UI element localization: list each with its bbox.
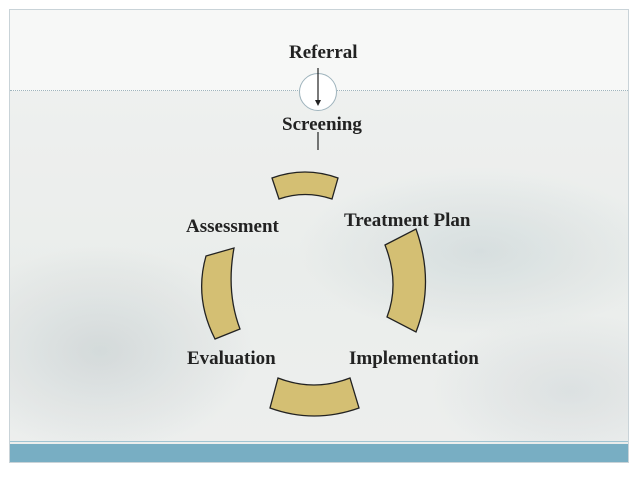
referral-label: Referral	[289, 42, 358, 63]
assessment-label: Assessment	[186, 216, 279, 237]
cycle-segment-left	[201, 247, 241, 340]
implementation-label: Implementation	[349, 348, 479, 369]
referral-arrow-head	[315, 100, 321, 106]
cycle-segment-top	[271, 171, 339, 200]
footer-line	[10, 441, 628, 442]
evaluation-label: Evaluation	[187, 348, 276, 369]
treatment-plan-label: Treatment Plan	[344, 210, 471, 231]
cycle-segment-bottom	[269, 377, 360, 417]
cycle-segment-right	[384, 228, 427, 333]
screening-label: Screening	[282, 114, 362, 135]
footer-bar	[10, 444, 628, 462]
